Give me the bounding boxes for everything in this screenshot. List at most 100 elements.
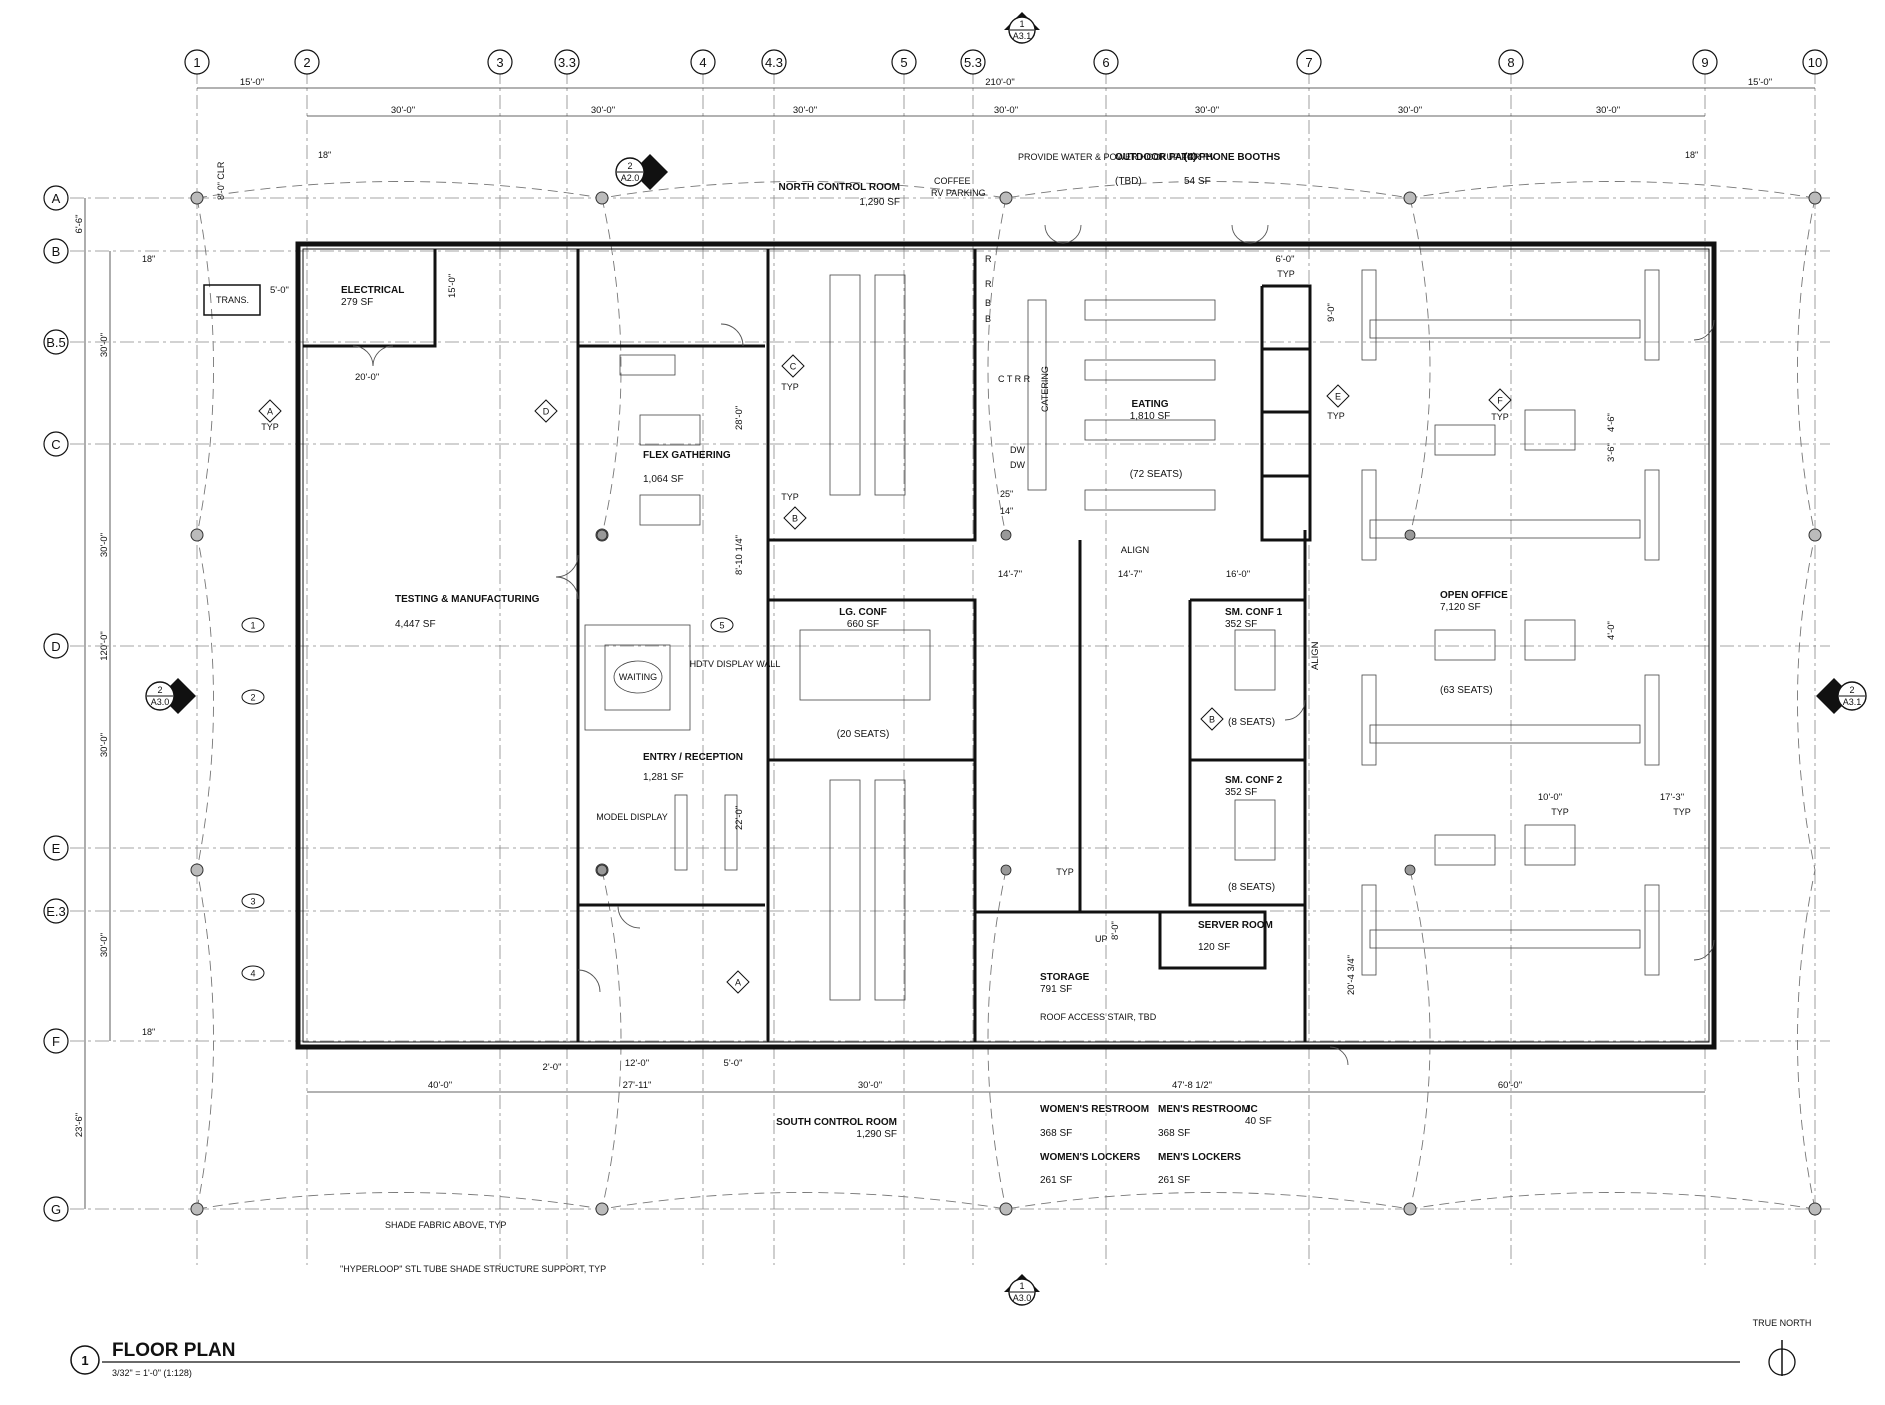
- row-bubble-D: D: [43, 633, 69, 659]
- dishwasher-label-1: DW: [1010, 445, 1025, 455]
- furniture-tag-b-1: B: [783, 506, 807, 530]
- room-area-flex-gathering: 1,064 SF: [643, 474, 684, 485]
- dimension-bench-c: 4'-0": [1606, 621, 1617, 640]
- column-bubble-label: 3: [496, 55, 503, 70]
- room-seats-sm-conf-1: (8 SEATS): [1228, 717, 1275, 728]
- section-mark-west: 2 A3.0: [145, 678, 196, 714]
- left-bay-dimension-4: 30'-0": [99, 933, 110, 957]
- room-name-entry: ENTRY / RECEPTION: [643, 752, 743, 763]
- bay-dimension-1: 30'-0": [391, 105, 415, 116]
- column-bubble-label: 1: [193, 55, 200, 70]
- furniture-tag-d-1: D: [534, 399, 558, 423]
- column-bubble-4-3: 4.3: [761, 49, 787, 75]
- column-bubble-3: 3: [487, 49, 513, 75]
- furniture-tag-a-2: A: [726, 970, 750, 994]
- column-bubble-label: 4: [699, 55, 706, 70]
- furniture-tag-label: D: [543, 407, 550, 417]
- bay-dimension-2: 30'-0": [591, 105, 615, 116]
- left-bay-dimension-3: 30'-0": [99, 733, 110, 757]
- column-bubble-label: 5: [900, 55, 907, 70]
- dimension-control-room-height: 22'-0": [734, 806, 745, 830]
- wall-tag-label: 1: [250, 621, 255, 631]
- room-name-storage: STORAGE: [1040, 972, 1090, 983]
- dimension-18in-d: 18": [142, 1027, 155, 1037]
- wall-tag-label: 3: [250, 897, 255, 907]
- dimension-desk-spacing: 10'-0": [1538, 792, 1562, 803]
- interior-walls: [303, 249, 1312, 1042]
- row-bubble-B-5: B.5: [43, 329, 69, 355]
- room-name-sm-conf-1: SM. CONF 1: [1225, 607, 1283, 618]
- row-bubble-label: A: [52, 191, 61, 206]
- bay-dimension-3: 30'-0": [793, 105, 817, 116]
- room-seats-open-office: (63 SEATS): [1440, 685, 1493, 696]
- row-bubble-F: F: [43, 1028, 69, 1054]
- column-bubble-label: 4.3: [765, 55, 783, 70]
- shade-structure-arcs: [196, 181, 1816, 1210]
- misc-dimension-labels: 18" 18" 18" 18" 5'-0" 15'-0" 20'-0" 28'-…: [142, 150, 1698, 1037]
- furniture-tag-label: A: [267, 407, 273, 417]
- north-arrow: TRUE NORTH: [1753, 1318, 1812, 1376]
- column-bubble-label: 9: [1701, 55, 1708, 70]
- bottom-dimension-4: 5'-0": [724, 1058, 743, 1069]
- row-bubble-G: G: [43, 1196, 69, 1222]
- dimension-18in-a: 18": [318, 150, 331, 160]
- dishwasher-label-2: DW: [1010, 460, 1025, 470]
- section-mark-west-sheet: A3.0: [151, 697, 170, 707]
- furniture-tag-label: E: [1335, 392, 1341, 402]
- drawing-scale: 3/32" = 1'-0" (1:128): [112, 1368, 192, 1378]
- typ-note-1: TYP: [261, 422, 279, 432]
- row-bubble-label: E: [52, 841, 61, 856]
- room-name-phone-booths: (4) PHONE BOOTHS: [1184, 152, 1280, 163]
- model-display-label: MODEL DISPLAY: [596, 812, 668, 822]
- room-area-womens-restroom: 368 SF: [1040, 1128, 1072, 1139]
- wall-tag-label: 2: [250, 693, 255, 703]
- section-mark-north: 1 A3.1: [1004, 12, 1040, 44]
- room-area-entry: 1,281 SF: [643, 772, 684, 783]
- furniture-tag-c-1: C: [781, 354, 805, 378]
- furniture-tag-a-1: A: [258, 399, 282, 423]
- rv-water-note: PROVIDE WATER & POWER HOOKUP FOR RV: [1018, 152, 1215, 162]
- column-bubble-2: 2: [294, 49, 320, 75]
- drawing-title-block: 1 FLOOR PLAN 3/32" = 1'-0" (1:128): [70, 1340, 1740, 1378]
- dimension-trans-clearance: 5'-0": [270, 285, 289, 296]
- section-mark-north-sheet: A3.1: [1013, 31, 1032, 41]
- room-name-flex-gathering: FLEX GATHERING: [643, 450, 731, 461]
- align-note-top: ALIGN: [1121, 545, 1150, 556]
- room-area-sm-conf-2: 352 SF: [1225, 787, 1257, 798]
- room-area-electrical: 279 SF: [341, 297, 373, 308]
- north-label-1: TRUE NORTH: [1753, 1318, 1812, 1328]
- wall-tag-3: 3: [241, 893, 265, 909]
- row-bubble-label: E.3: [46, 904, 66, 919]
- bottom-dimension-3: 27'-11": [623, 1080, 652, 1091]
- room-area-eating: 1,810 SF: [1130, 411, 1171, 422]
- bay-dimension-6: 30'-0": [1398, 105, 1422, 116]
- wall-tag-1: 1: [241, 617, 265, 633]
- bay-dimension-7: 30'-0": [1596, 105, 1620, 116]
- room-area-lg-conf: 660 SF: [847, 619, 879, 630]
- ctrr-label: C T R R: [998, 374, 1031, 384]
- drawing-number: 1: [81, 1353, 88, 1368]
- section-mark-north-number: 1: [1019, 19, 1024, 29]
- bottom-dimension-labels: 40'-0" 12'-0" 27'-11" 5'-0" 2'-0" 30'-0"…: [428, 1058, 1522, 1091]
- stair-up-label: UP: [1095, 934, 1108, 944]
- room-name-womens-lockers: WOMEN'S LOCKERS: [1040, 1152, 1140, 1163]
- room-area-womens-lockers: 261 SF: [1040, 1175, 1072, 1186]
- bottom-dimension-5: 2'-0": [543, 1062, 562, 1073]
- column-bubble-1: 1: [184, 49, 210, 75]
- dimension-bench-b: 3'-6": [1606, 443, 1617, 462]
- column-bubble-label: 7: [1305, 55, 1312, 70]
- dimension-booth-depth: 9'-0": [1326, 303, 1337, 322]
- dimension-hdtv-offset: 8'-10 1/4": [734, 535, 745, 575]
- typ-note-6: TYP: [1277, 269, 1295, 279]
- dimension-electrical-height: 15'-0": [447, 274, 458, 298]
- furniture-tag-e-1: E: [1326, 384, 1350, 408]
- bin-label-2: B: [985, 314, 991, 324]
- grid-lines: [70, 70, 1830, 1265]
- row-bubble-label: G: [51, 1202, 61, 1217]
- column-bubble-6: 6: [1093, 49, 1119, 75]
- row-bubble-A: A: [43, 185, 69, 211]
- bottom-dimension-6: 30'-0": [858, 1080, 882, 1091]
- room-seats-lg-conf: (20 SEATS): [837, 729, 890, 740]
- room-name-lg-conf: LG. CONF: [839, 607, 887, 618]
